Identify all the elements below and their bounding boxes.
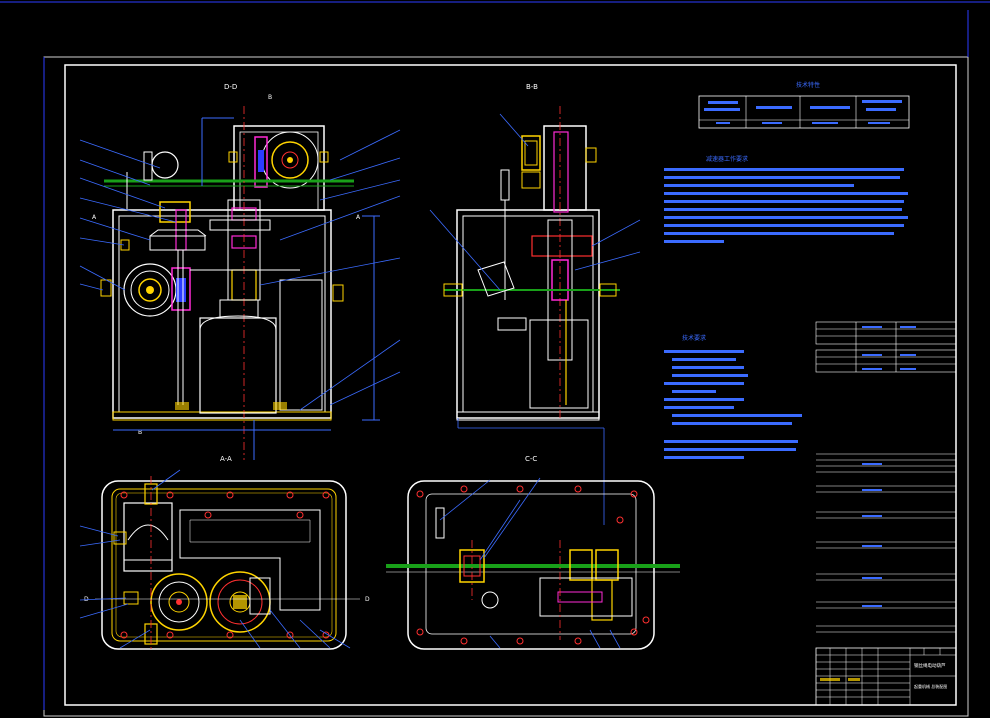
view-d-d: D-D B A A B xyxy=(79,83,401,460)
view-label-b-b: B-B xyxy=(526,83,538,91)
performance-title: 技术特性 xyxy=(796,81,820,89)
working-req-lines xyxy=(664,168,908,243)
view-label-a-a: A-A xyxy=(220,455,232,463)
view-label-c-c: C-C xyxy=(525,455,537,463)
view-mark-a-right: A xyxy=(356,214,361,221)
notes-panel: 技术特性 减速器工作要求 技术要求 xyxy=(664,81,957,706)
title-drawing: 起重机械 总装配图 xyxy=(914,683,947,689)
view-b-b: B-B xyxy=(429,83,641,525)
inner-border xyxy=(64,64,957,706)
view-a-a: A-A D D xyxy=(79,455,370,650)
view-c-c: C-C xyxy=(386,455,680,650)
working-req-title: 减速器工作要求 xyxy=(706,155,748,163)
view-mark-b-top: B xyxy=(268,94,272,101)
tech-req-lines xyxy=(664,350,802,459)
tech-req-title: 技术要求 xyxy=(682,334,706,342)
performance-table xyxy=(698,95,910,129)
parts-list xyxy=(815,321,957,633)
view-label-d-d: D-D xyxy=(224,83,237,91)
view-mark-a-left: A xyxy=(92,214,97,221)
title-block: 钢丝绳电动葫芦 起重机械 总装配图 xyxy=(815,647,957,706)
view-mark-b-bottom: B xyxy=(138,429,142,436)
title-name: 钢丝绳电动葫芦 xyxy=(914,662,946,669)
view-mark-d-right: D xyxy=(365,596,370,603)
